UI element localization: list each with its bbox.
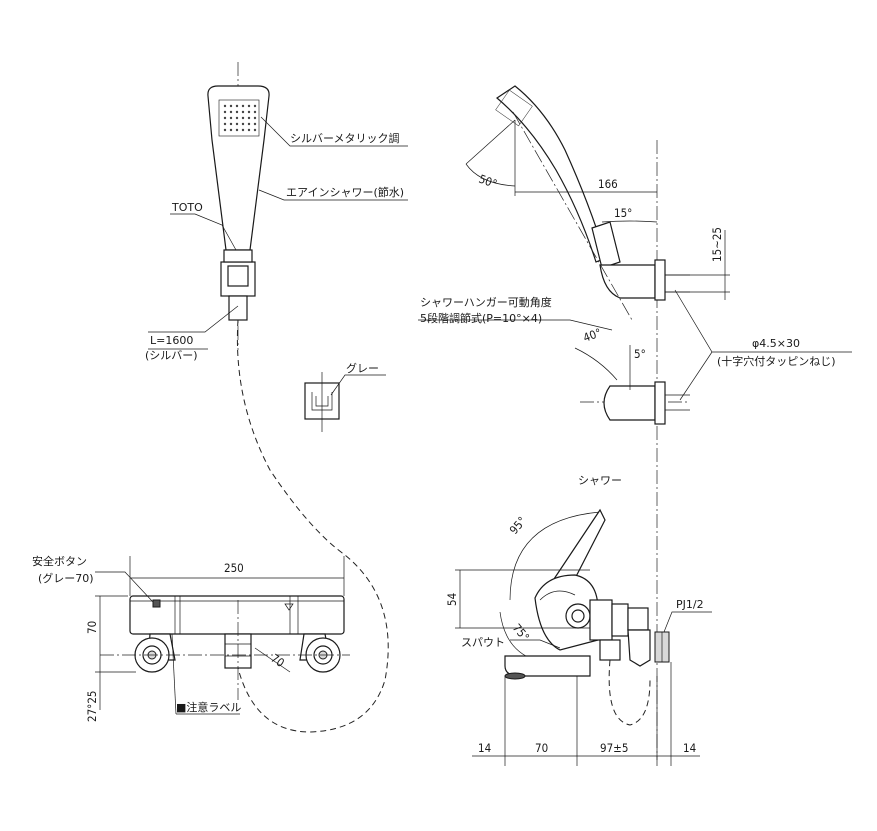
dim-body-width: 250 <box>224 561 244 575</box>
valve-side-view <box>455 508 712 766</box>
dim-lever-54: 54 <box>445 593 459 606</box>
dim-lever-95: 95° <box>507 514 530 537</box>
spray-nozzle-grid <box>223 104 257 132</box>
dim-bottom-14-right: 14 <box>683 741 696 755</box>
shower-side-view <box>418 85 852 760</box>
label-screw-spec: φ4.5×30 <box>752 337 800 350</box>
grey-color-swatch <box>304 372 386 432</box>
dim-reach-166: 166 <box>598 177 618 191</box>
label-step-adjust: 5段階調節式(P=10°×4) <box>420 311 542 325</box>
dim-height-70: 70 <box>85 621 99 634</box>
label-hanger-angle: シャワーハンガー可動角度 <box>420 295 552 309</box>
label-grey: グレー <box>346 361 379 375</box>
dim-hanger-40: 40° <box>581 325 603 344</box>
dim-hanger-5: 5° <box>634 347 646 361</box>
label-safety-button: 安全ボタン <box>32 554 87 568</box>
dim-bottom-14-left: 14 <box>478 741 491 755</box>
dim-bottom-70: 70 <box>535 741 548 755</box>
dim-valve-70: 70 <box>268 651 287 670</box>
label-caution: ■注意ラベル <box>176 700 241 714</box>
dim-head-angle-50: 50° <box>477 172 499 191</box>
label-safety-button-color: (グレー70) <box>38 571 94 585</box>
label-silver-metallic: シルバーメタリック調 <box>290 131 400 145</box>
label-spout: スパウト <box>461 636 505 649</box>
label-hose-length: L=1600 <box>150 334 193 347</box>
label-screw-type: (十字穴付タッピンねじ) <box>717 354 836 368</box>
dim-lever-75: 75° <box>510 621 533 644</box>
label-aerin-shower: エアインシャワー(節水) <box>286 185 404 199</box>
shower-hose <box>236 319 389 733</box>
label-shower: シャワー <box>578 474 622 487</box>
label-toto: TOTO <box>171 201 203 214</box>
valve-front-view <box>95 556 350 715</box>
shower-head-front-view <box>148 62 408 350</box>
label-pipe-thread: PJ1/2 <box>676 598 704 611</box>
dim-offset-27-25: 27°25 <box>85 691 99 723</box>
dim-bottom-97: 97±5 <box>600 741 628 755</box>
label-hose-color: (シルバー) <box>145 349 198 362</box>
dim-bracket-15-25: 15~25 <box>710 227 724 262</box>
dim-tilt-15: 15° <box>614 206 632 220</box>
